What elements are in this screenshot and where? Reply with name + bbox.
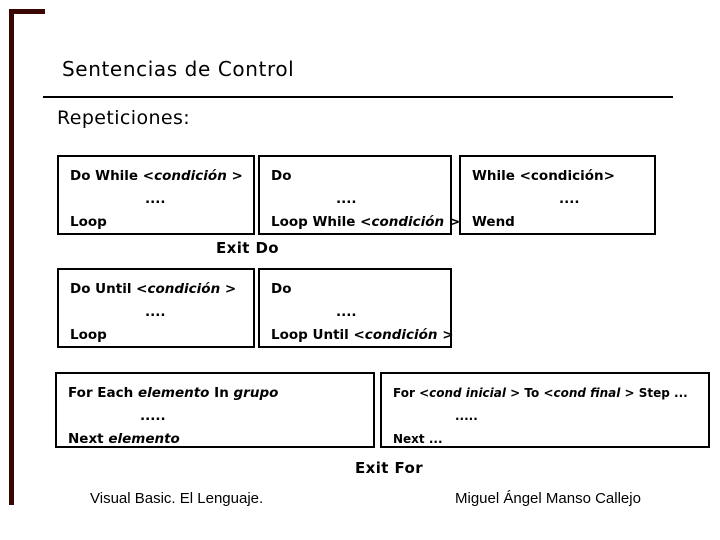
placeholder-text: <condición > [136,281,237,297]
keyword-text: Loop Until [271,327,354,343]
slide-title: Sentencias de Control [62,57,295,81]
keyword-text: To [520,386,544,400]
footer-book-title: Visual Basic. El Lenguaje. [90,490,264,507]
accent-border-top [9,9,45,14]
keyword-text: Loop While [271,214,361,230]
placeholder-text: <condición > [360,214,461,230]
footer-author: Miguel Ángel Manso Callejo [455,490,641,507]
placeholder-text: <cond inicial > [419,386,521,400]
code-line: Do [271,168,292,184]
code-box-do-until-loop: Do Until <condición > .... Loop [57,268,255,348]
keyword-text: Do Until [70,281,137,297]
code-line: Do While <condición > [70,165,243,188]
code-line: Loop While <condición > [271,211,460,234]
ellipsis-line: ..... [455,409,478,423]
code-line: Next elemento [68,428,362,451]
code-box-do-loop-while: Do .... Loop While <condición > [258,155,460,235]
code-line: Next ... [393,432,443,446]
title-underline [43,96,673,98]
keyword-text: In [209,385,234,401]
keyword-text: Step ... [634,386,688,400]
code-line: Wend [472,214,515,230]
placeholder-text: grupo [233,385,279,401]
placeholder-text: <condición > [142,168,243,184]
code-line: Do Until <condición > [70,278,242,301]
ellipsis-line: .... [336,191,357,207]
code-line: Loop [70,327,107,343]
ellipsis-line: ..... [140,408,166,424]
section-heading: Repeticiones: [57,107,191,129]
ellipsis-line: .... [145,191,166,207]
accent-border-left [9,9,14,505]
code-box-do-loop-until: Do .... Loop Until <condición > [258,268,454,348]
code-box-do-while-loop: Do While <condición > .... Loop [57,155,255,235]
keyword-text: Do While [70,168,143,184]
code-box-for-each-next: For Each elemento In grupo ..... Next el… [55,372,375,448]
keyword-text: For Each [68,385,138,401]
exit-for-label: Exit For [355,459,423,477]
code-box-for-to-step-next: For <cond inicial > To <cond final > Ste… [380,372,710,448]
code-line: For Each elemento In grupo [68,382,362,405]
placeholder-text: <cond final > [543,386,635,400]
code-line: Loop [70,214,107,230]
code-box-while-wend: While <condición> .... Wend [459,155,656,235]
code-line: For <cond inicial > To <cond final > Ste… [393,382,697,405]
placeholder-text: elemento [137,385,210,401]
code-line: While <condición> [472,168,615,184]
code-line: Loop Until <condición > [271,324,454,347]
keyword-text: Next [68,431,109,447]
placeholder-text: elemento [108,431,180,447]
placeholder-text: <condición > [353,327,454,343]
ellipsis-line: .... [336,304,357,320]
ellipsis-line: .... [559,191,580,207]
ellipsis-line: .... [145,304,166,320]
exit-do-label: Exit Do [216,239,280,257]
code-line: Do [271,281,292,297]
keyword-text: For [393,386,420,400]
